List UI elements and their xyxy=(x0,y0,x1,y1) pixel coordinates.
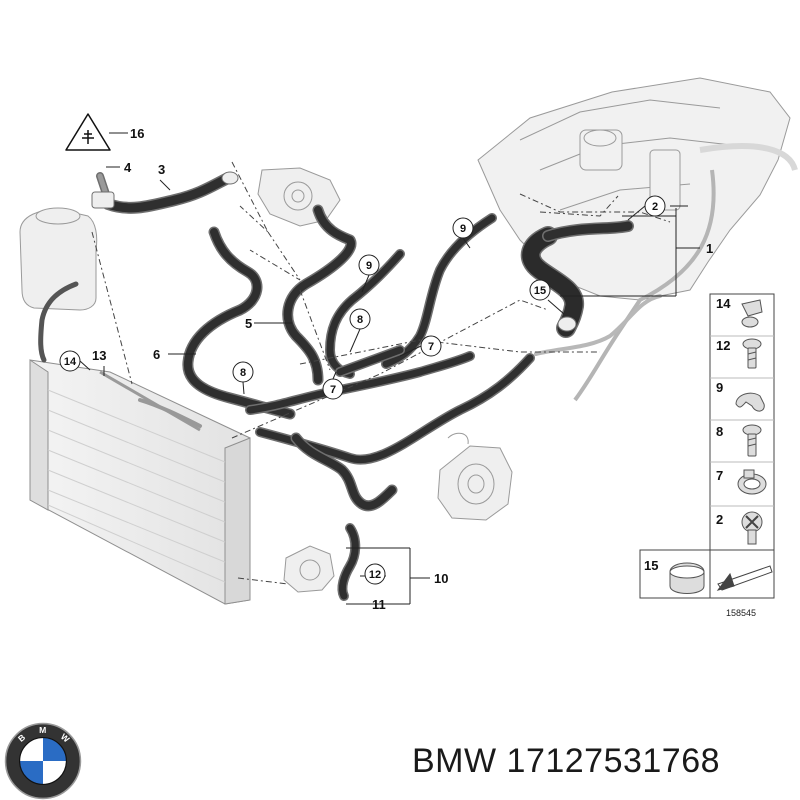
legend-number-2: 2 xyxy=(716,512,723,527)
bmw-logo: B M W xyxy=(4,722,82,800)
fitting-4 xyxy=(91,172,115,209)
callout-14: 14 xyxy=(64,356,77,368)
callout-1: 1 xyxy=(706,241,713,256)
callout-connectors xyxy=(79,205,646,395)
cooling-system-hose-diagram: 16 4 3 5 6 13 1 10 11 14 2 15 9 9 8 7 7 … xyxy=(19,77,798,618)
callout-8-lower: 8 xyxy=(240,367,246,379)
hose-clip-icon xyxy=(735,392,765,412)
hose-lower xyxy=(290,432,398,512)
cross-head-screw-icon xyxy=(741,511,763,545)
parts-legend: 14 12 9 8 7 2 15 xyxy=(639,293,775,618)
reference-lines xyxy=(91,161,671,585)
callout-13: 13 xyxy=(92,348,106,363)
coolant-hoses xyxy=(38,171,662,601)
engine-block xyxy=(477,77,798,402)
callout-10: 10 xyxy=(434,571,448,586)
screw-icon xyxy=(742,338,762,369)
callout-8-upper: 8 xyxy=(357,314,363,326)
radiator xyxy=(29,359,251,605)
electric-water-pump xyxy=(437,432,513,521)
warning-triangle-icon xyxy=(65,113,111,151)
circled-callout-labels: 14 2 15 9 9 8 7 7 8 12 xyxy=(64,201,658,581)
callout-11: 11 xyxy=(372,597,386,612)
hose-3 xyxy=(102,171,239,214)
legend-number-12: 12 xyxy=(716,338,730,353)
bleed-line xyxy=(138,398,202,428)
clip-icon xyxy=(741,299,763,328)
shim-arrow-icon xyxy=(716,565,773,591)
callout-12: 12 xyxy=(369,569,381,581)
legend-number-14: 14 xyxy=(716,296,731,311)
legend-number-15: 15 xyxy=(644,558,658,573)
hose-9-left xyxy=(325,249,405,379)
hose-9-right xyxy=(381,213,497,369)
reference-number: 158545 xyxy=(726,608,756,618)
callout-16: 16 xyxy=(130,126,144,141)
legend-number-9: 9 xyxy=(716,380,723,395)
callout-7-left: 7 xyxy=(330,384,336,396)
callout-4: 4 xyxy=(124,160,132,175)
hose-clamp-band-icon xyxy=(669,562,705,594)
hose-5 xyxy=(282,204,357,386)
callout-6: 6 xyxy=(153,347,160,362)
legend-number-8: 8 xyxy=(716,424,723,439)
hose-1 xyxy=(520,220,634,338)
return-pipe xyxy=(534,294,662,356)
auxiliary-water-pump xyxy=(283,545,335,593)
clamp-icon xyxy=(737,469,767,495)
tank-hose xyxy=(38,281,79,363)
callout-15: 15 xyxy=(534,285,546,297)
callout-2: 2 xyxy=(652,201,658,213)
callout-7-right: 7 xyxy=(428,341,434,353)
callout-5: 5 xyxy=(245,316,252,331)
callout-3: 3 xyxy=(158,162,165,177)
leader-lines xyxy=(103,132,700,605)
callout-9-right: 9 xyxy=(460,223,466,235)
svg-text:M: M xyxy=(39,725,46,735)
legend-number-7: 7 xyxy=(716,468,723,483)
circled-callouts xyxy=(59,195,666,585)
screw-icon-2 xyxy=(742,424,762,457)
part-number-title: BMW 17127531768 xyxy=(412,742,721,780)
hose-12 xyxy=(337,523,361,601)
hose-6 xyxy=(182,226,296,420)
water-pump-upper xyxy=(257,167,341,227)
callout-9-left: 9 xyxy=(366,260,372,272)
svg-text:B: B xyxy=(16,732,27,744)
callout-labels: 16 4 3 5 6 13 1 10 11 xyxy=(92,126,713,612)
